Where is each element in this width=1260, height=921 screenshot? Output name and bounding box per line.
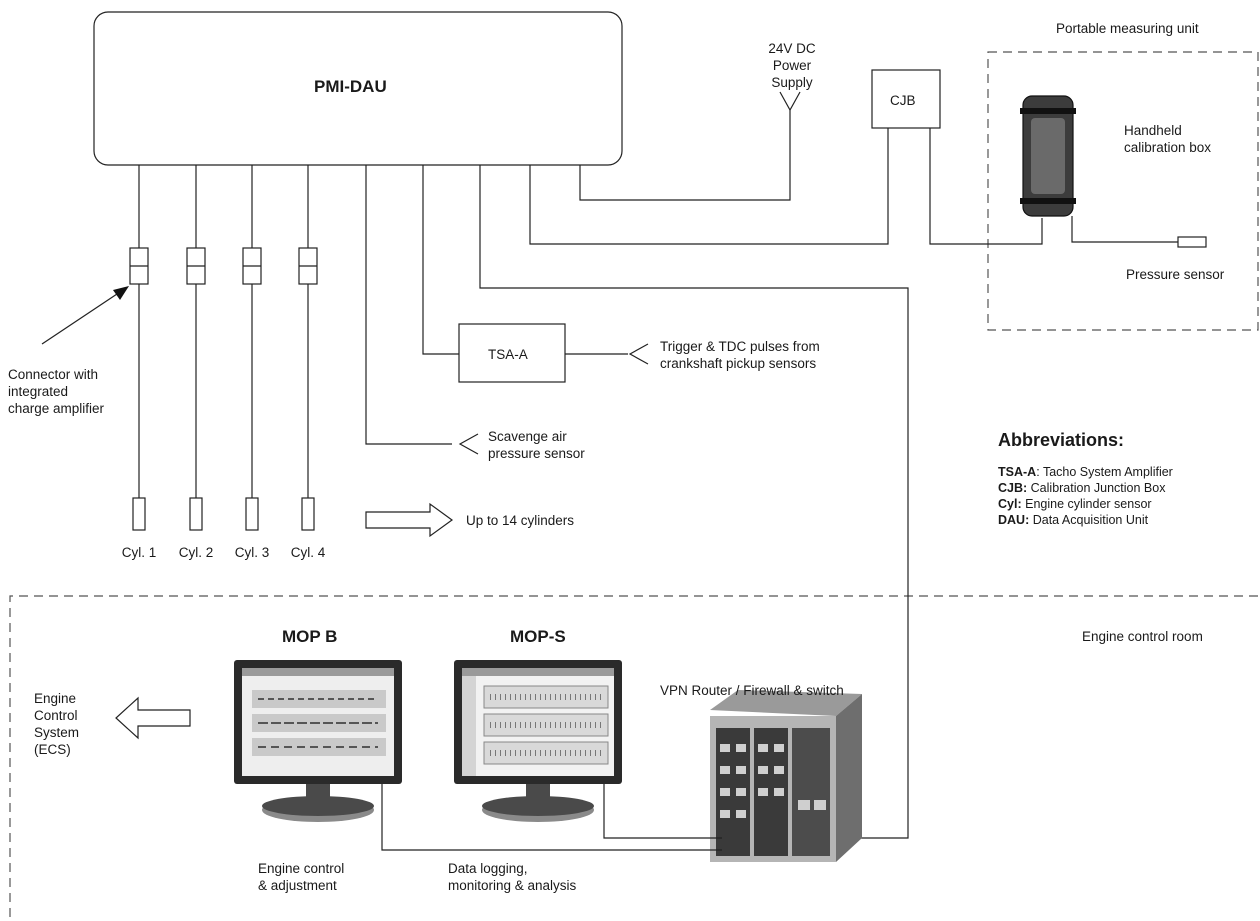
connector-line-3: charge amplifier (8, 401, 105, 416)
scavenge-label: Scavenge air pressure sensor (488, 428, 585, 462)
scavenge-line-1: Scavenge air (488, 429, 567, 444)
connector-label: Connector with integrated charge amplifi… (8, 366, 104, 417)
abbreviations-title: Abbreviations: (998, 430, 1125, 450)
control-room-title: Engine control room (1082, 629, 1203, 644)
cjb-label: CJB (890, 93, 916, 108)
power-supply-line-1: 24V DC (768, 41, 816, 56)
data-logging-line-1: Data logging, (448, 861, 528, 876)
cylinder-sensors (132, 497, 315, 531)
power-supply-label: 24V DC Power Supply (752, 40, 832, 91)
ecs-line-2: Control (34, 708, 78, 723)
pmi-dau-box (93, 11, 623, 166)
data-logging-label: Data logging, monitoring & analysis (448, 860, 576, 894)
portable-unit-zone (987, 51, 1259, 331)
power-wire (579, 110, 791, 201)
cjb-to-calibration-wire (929, 128, 1043, 245)
abbr-key: Cyl: (998, 497, 1022, 511)
ecs-label: Engine Control System (ECS) (34, 690, 79, 758)
portable-unit-title: Portable measuring unit (1056, 21, 1199, 36)
mop-s-label: MOP-S (510, 627, 566, 646)
mop-b-label: MOP B (282, 627, 338, 646)
abbr-item: Cyl: Engine cylinder sensor (998, 496, 1173, 512)
engine-control-line-2: & adjustment (258, 878, 337, 893)
mop-s-to-router-wire (603, 784, 722, 839)
trigger-line-1: Trigger & TDC pulses from (660, 339, 820, 354)
connector-line-1: Connector with (8, 367, 99, 382)
tsa-a-box (458, 323, 566, 383)
engine-control-label: Engine control & adjustment (258, 860, 344, 894)
pressure-sensor-label: Pressure sensor (1126, 267, 1225, 282)
cylinder-wires (138, 165, 309, 498)
network-wire (479, 165, 909, 839)
data-logging-line-2: monitoring & analysis (448, 878, 577, 893)
connector-line-2: integrated (8, 384, 69, 399)
abbr-key: DAU: (998, 513, 1030, 527)
vpn-router-device (710, 690, 862, 862)
trigger-label: Trigger & TDC pulses from crankshaft pic… (660, 338, 820, 372)
cjb-box (871, 69, 941, 129)
vpn-router-label: VPN Router / Firewall & switch (660, 683, 844, 698)
scavenge-wire (365, 165, 452, 445)
cjb-wire (529, 128, 889, 245)
power-antenna-symbol (779, 91, 801, 112)
mop-b-to-router-wire (381, 784, 722, 851)
ecs-line-4: (ECS) (34, 742, 71, 757)
power-supply-line-3: Supply (771, 75, 813, 90)
abbr-text: Tacho System Amplifier (1042, 465, 1173, 479)
abbr-item: CJB: Calibration Junction Box (998, 480, 1173, 496)
abbr-item: DAU: Data Acquisition Unit (998, 512, 1173, 528)
abbr-item: TSA-A: Tacho System Amplifier (998, 464, 1173, 480)
scavenge-sensor-symbol (458, 433, 479, 455)
cyl-3-label: Cyl. 3 (234, 545, 270, 560)
mop-b-monitor (234, 660, 402, 822)
cyl-2-label: Cyl. 2 (178, 545, 214, 560)
abbr-key: CJB: (998, 481, 1028, 495)
connector-pointer-arrow (41, 286, 129, 345)
tsa-wire (422, 165, 459, 355)
trigger-sensor-symbol (628, 343, 649, 365)
abbr-text: Data Acquisition Unit (1032, 513, 1149, 527)
scavenge-line-2: pressure sensor (488, 446, 585, 461)
abbr-text: Calibration Junction Box (1030, 481, 1166, 495)
pressure-sensor-symbol (1177, 236, 1207, 248)
cylinder-connectors (129, 247, 318, 285)
handheld-line-2: calibration box (1124, 140, 1212, 155)
ecs-line-3: System (34, 725, 80, 740)
cyl-1-label: Cyl. 1 (121, 545, 157, 560)
ecs-arrow (115, 696, 191, 740)
engine-control-line-1: Engine control (258, 861, 345, 876)
control-room-zone (9, 595, 1258, 919)
pressure-sensor-wire (1071, 216, 1178, 243)
trigger-line-2: crankshaft pickup sensors (660, 356, 817, 371)
mop-s-monitor (454, 660, 622, 822)
handheld-calibration-box (1020, 95, 1076, 217)
cylinders-arrow (365, 502, 454, 538)
ecs-line-1: Engine (34, 691, 77, 706)
up-to-cylinders-label: Up to 14 cylinders (466, 513, 575, 528)
abbreviations-list: TSA-A: Tacho System Amplifier CJB: Calib… (998, 464, 1173, 528)
cyl-4-label: Cyl. 4 (290, 545, 326, 560)
abbr-text: Engine cylinder sensor (1025, 497, 1152, 511)
handheld-line-1: Handheld (1124, 123, 1182, 138)
abbr-key: TSA-A (998, 465, 1037, 479)
pmi-dau-label: PMI-DAU (314, 77, 387, 96)
abbr-sep: : (1036, 465, 1043, 479)
power-supply-line-2: Power (772, 58, 812, 73)
tsa-a-label: TSA-A (488, 347, 528, 362)
handheld-label: Handheld calibration box (1124, 122, 1211, 156)
